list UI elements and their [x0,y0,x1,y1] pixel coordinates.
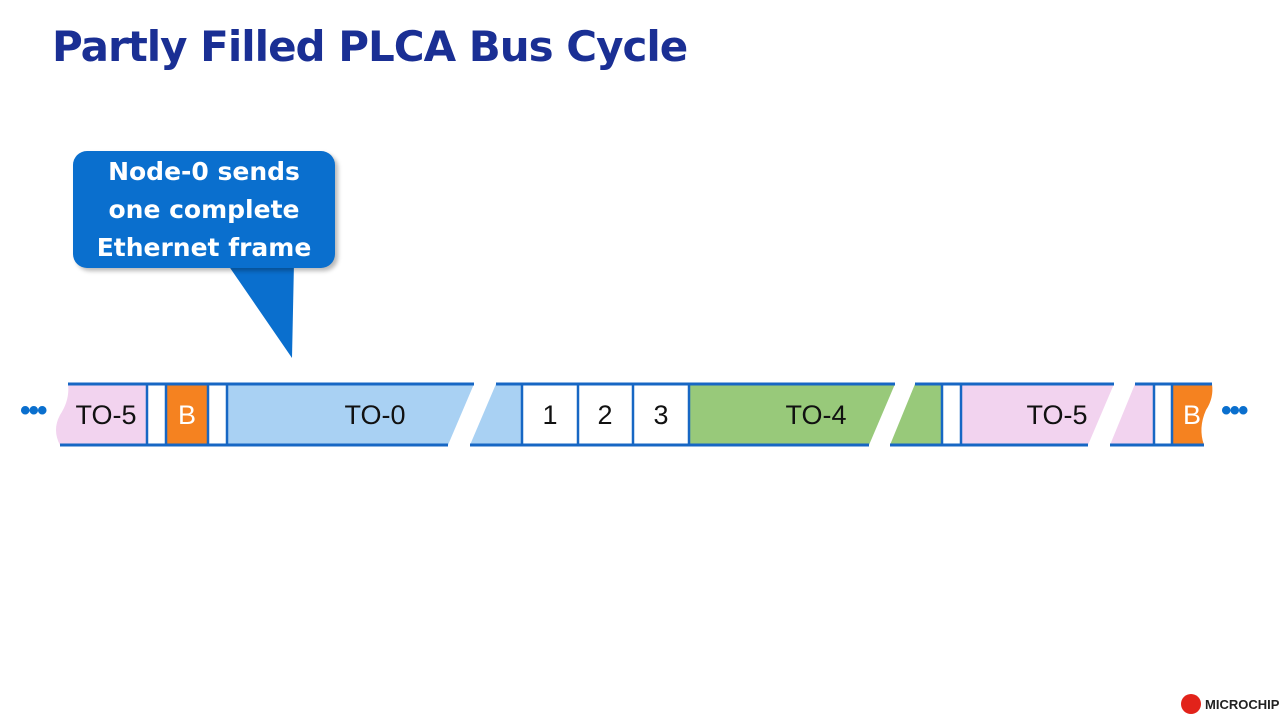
segment-to-4-part-a [689,384,895,445]
segment-to-5-start [56,384,147,445]
label-node-2: 2 [597,400,612,430]
segment-to-0-part-b [470,384,522,445]
slide-title: Partly Filled PLCA Bus Cycle [52,22,688,71]
label-to-5-end: TO-5 [1026,400,1087,430]
label-beacon-1: B [178,400,196,430]
label-node-1: 1 [542,400,557,430]
segment-gap-1 [147,384,166,445]
leading-ellipsis: ••• [20,394,47,427]
segment-to-5-end-part-b [1110,384,1154,445]
segment-node-1 [522,384,578,445]
segment-beacon-2 [1172,384,1213,445]
bus-dividers [145,384,1174,445]
segment-beacon-1 [166,384,208,445]
label-beacon-2: B [1183,400,1201,430]
segment-node-2 [578,384,633,445]
label-node-3: 3 [653,400,668,430]
segment-gap-3 [942,384,961,445]
callout-line-1: Node-0 sends [108,157,300,186]
callout-bubble: Node-0 sends one complete Ethernet frame [73,151,335,268]
segment-to-0-part-a [227,384,474,445]
label-to-5-start: TO-5 [75,400,136,430]
trailing-ellipsis: ••• [1221,394,1248,427]
segment-gap-2 [208,384,227,445]
segment-gap-4 [1154,384,1172,445]
callout-line-2: one complete [108,195,300,224]
logo-text: MICROCHIP [1205,696,1279,712]
bus-segments [56,384,1213,445]
label-to-4: TO-4 [785,400,846,430]
segment-to-5-end-part-a [961,384,1114,445]
microchip-logo-icon [1181,694,1201,714]
bus-borders [60,382,1212,447]
label-to-0: TO-0 [344,400,405,430]
microchip-logo: MICROCHIP [1181,694,1279,714]
callout-line-3: Ethernet frame [96,233,312,262]
segment-to-4-part-b [890,384,942,445]
segment-node-3 [633,384,689,445]
